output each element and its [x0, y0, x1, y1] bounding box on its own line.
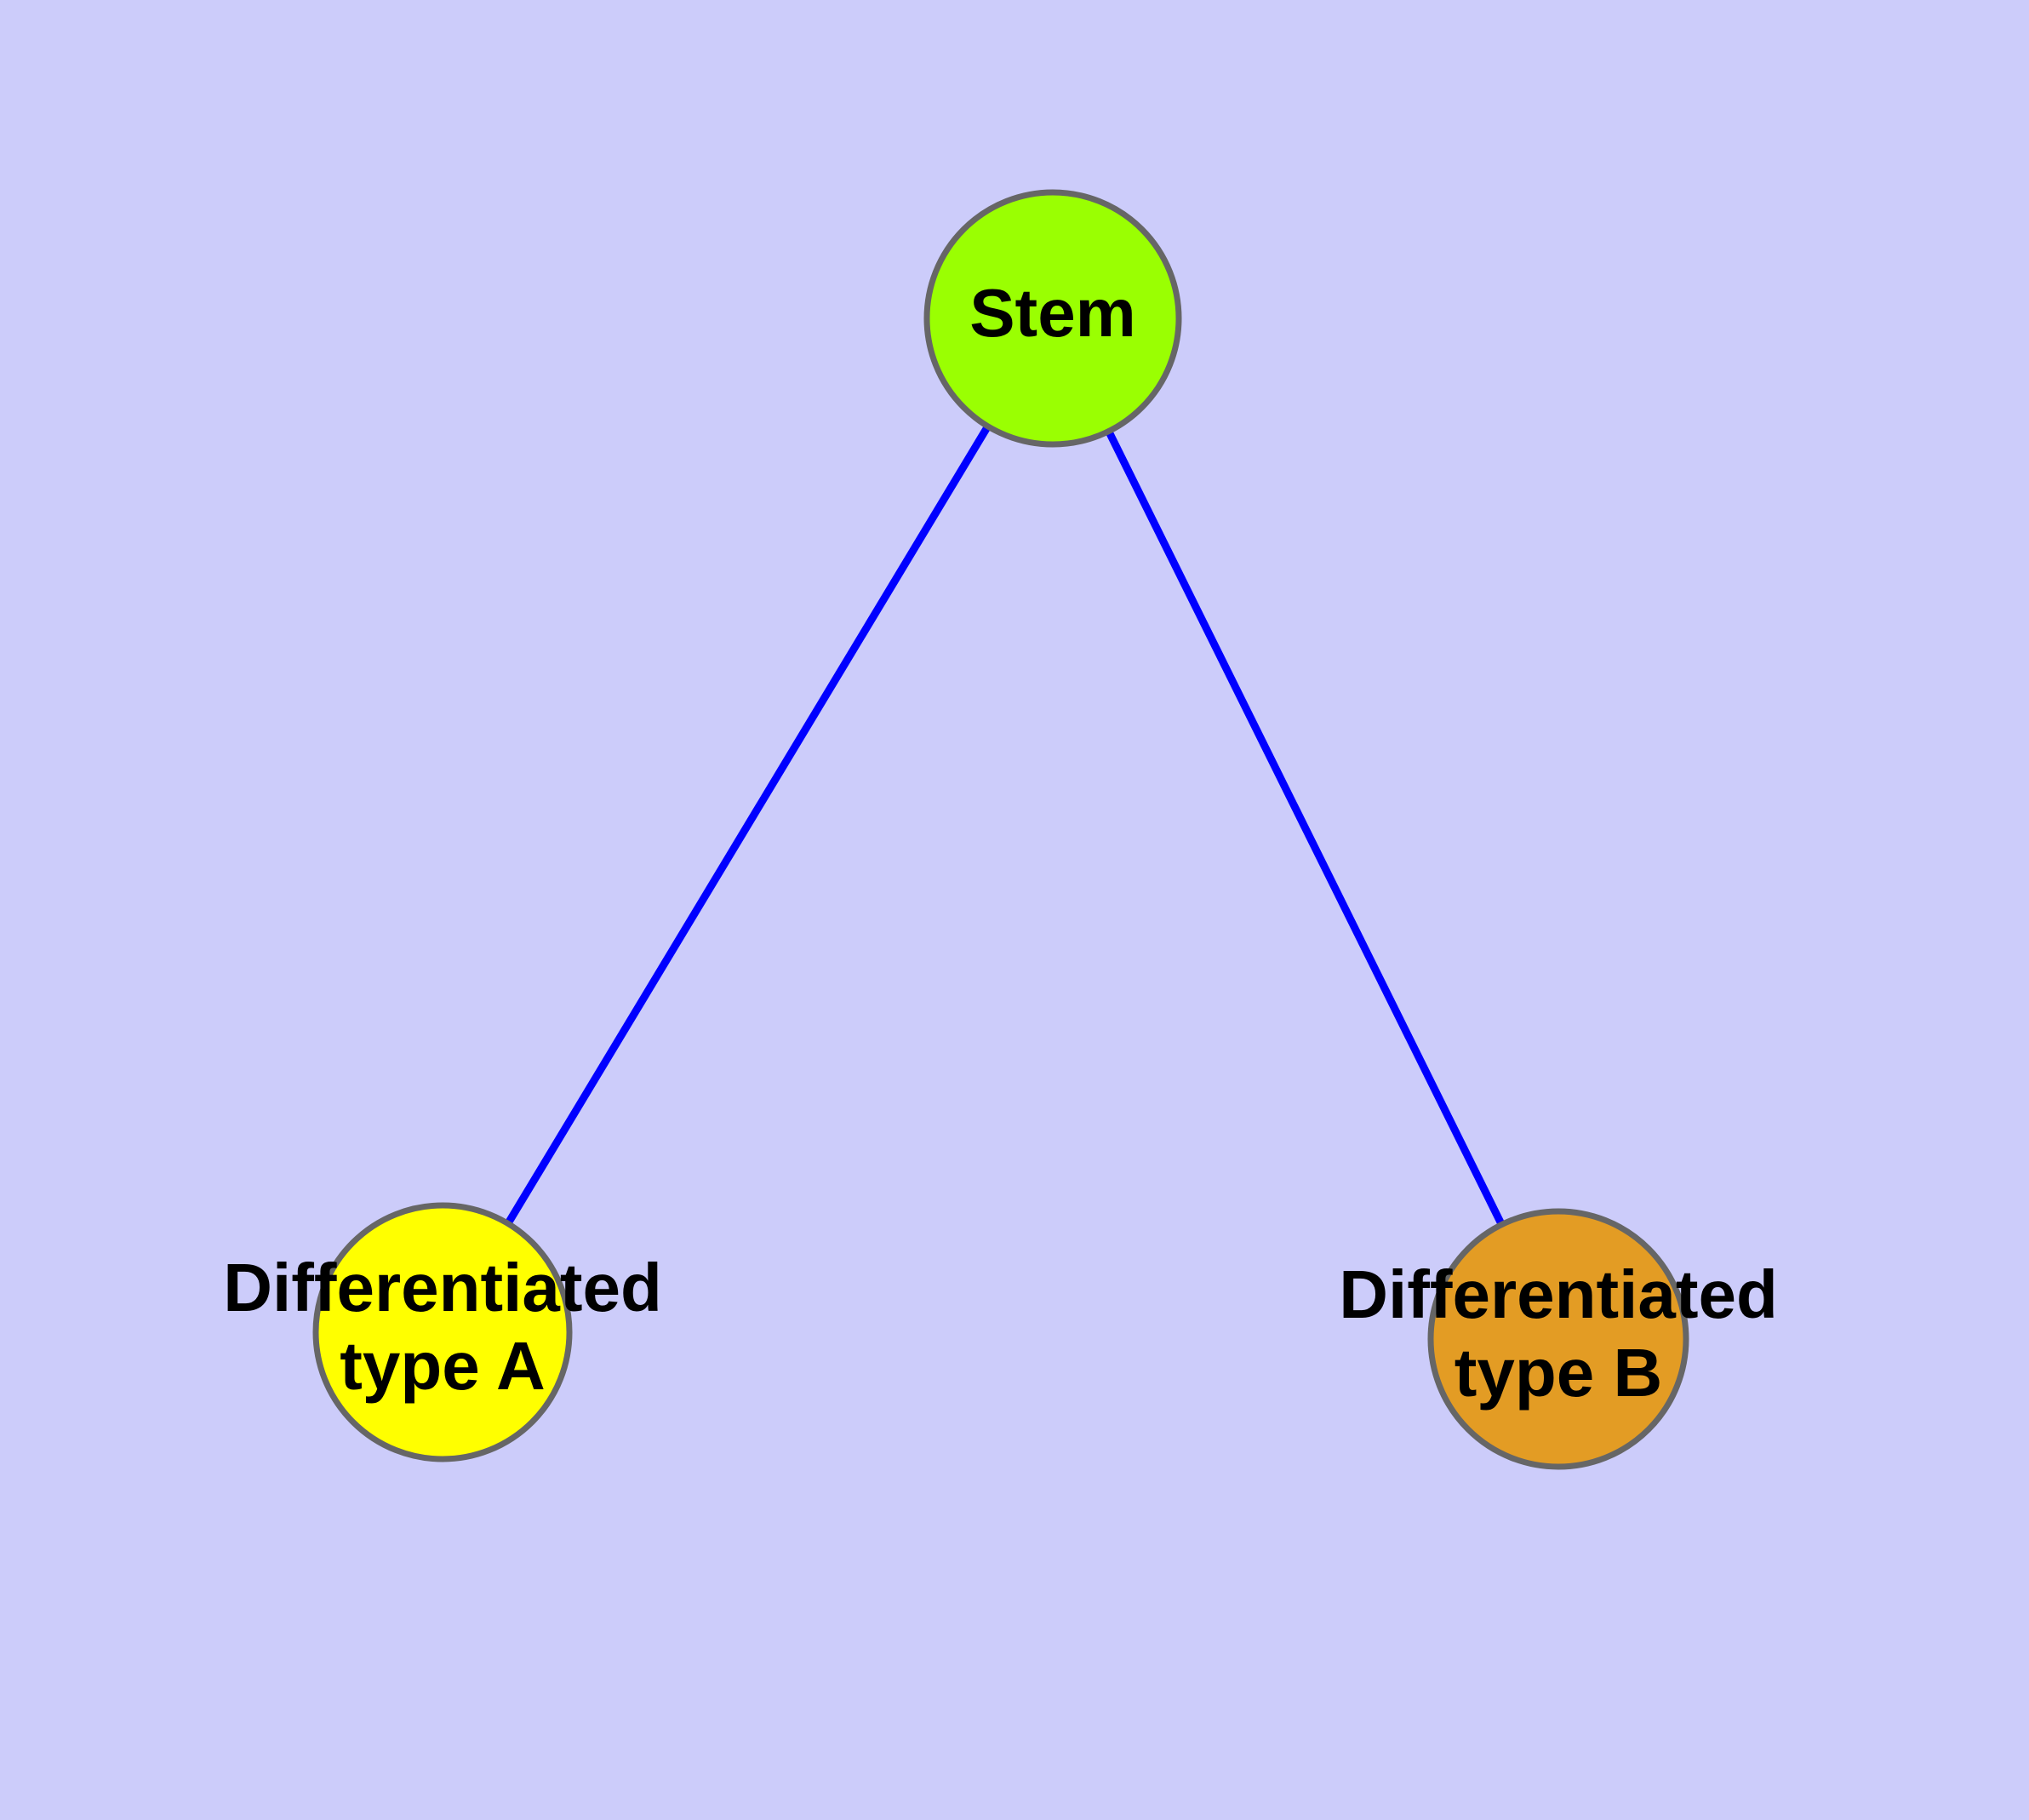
node-diff-a-label-line-1: type A	[340, 1328, 546, 1404]
node-stem[interactable]	[923, 189, 1182, 448]
node-layer	[312, 189, 1689, 1470]
node-diff-b-label-line-1: type B	[1455, 1335, 1663, 1411]
node-diff-a[interactable]	[312, 1202, 573, 1462]
edge-stem-to-diff-a[interactable]	[504, 424, 992, 1226]
node-stem-circle[interactable]	[923, 189, 1182, 448]
node-stem-label: Stem	[969, 275, 1136, 351]
edge-stem-to-diff-b[interactable]	[1105, 429, 1506, 1227]
node-diff-b-circle[interactable]	[1427, 1208, 1689, 1470]
edge-layer	[504, 424, 1506, 1227]
node-diff-a-circle[interactable]	[312, 1202, 573, 1462]
node-diff-b[interactable]	[1427, 1208, 1689, 1470]
node-diff-b-label-line-0: Differentiated	[1339, 1256, 1778, 1332]
node-diff-a-label-line-0: Differentiated	[223, 1250, 662, 1325]
node-stem-label-line-0: Stem	[969, 275, 1136, 351]
